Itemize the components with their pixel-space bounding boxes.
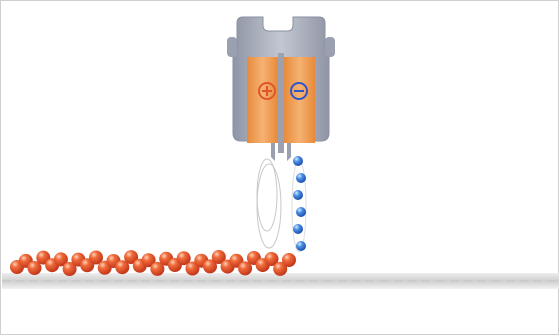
- electrode-gripper-icon: [227, 17, 335, 161]
- orange-particles: [10, 250, 296, 276]
- negative-pad: [284, 57, 315, 143]
- orange-particle: [282, 253, 296, 267]
- positive-pad: [247, 57, 278, 143]
- blue-particle: [293, 156, 303, 166]
- blue-particle: [296, 207, 306, 217]
- blue-particle: [296, 241, 306, 251]
- blue-particle: [296, 173, 306, 183]
- blue-particle: [293, 190, 303, 200]
- field-lines: [257, 159, 306, 252]
- blue-particle: [293, 224, 303, 234]
